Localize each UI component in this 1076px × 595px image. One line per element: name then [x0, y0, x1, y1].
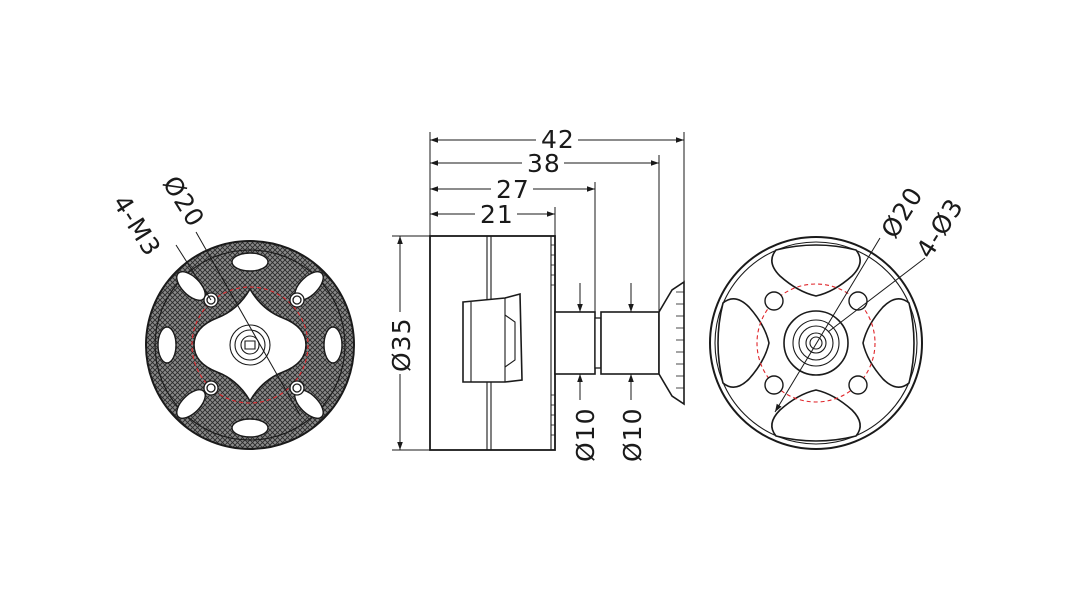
bottom-view-hub-mid [234, 329, 266, 361]
bottom-bolt-circle-label: Ø20 [157, 171, 210, 233]
top-view-cutouts [717, 244, 915, 442]
dim-label-diameter-35: Ø35 [387, 318, 416, 373]
top-view-shaft-center [809, 336, 823, 350]
side-view-extension-lines [392, 132, 685, 451]
bottom-view-inner-rim [154, 249, 346, 441]
top-view-holes [764, 291, 868, 395]
top-view-hub [783, 310, 849, 376]
side-view-shaft-1 [554, 311, 596, 375]
bottom-view-slots [157, 252, 343, 438]
dim-label-21: 21 [480, 200, 514, 229]
bottom-view-shaft [240, 335, 260, 355]
top-view-bolt-circle [756, 283, 876, 403]
dim-label-27: 27 [496, 175, 530, 204]
dim-label-38: 38 [527, 149, 561, 178]
top-view: Ø20 4-Ø3 [709, 182, 969, 450]
dim-38-bg [522, 151, 564, 175]
side-view-window [462, 292, 523, 383]
bottom-view-hex-socket [244, 340, 256, 350]
side-view-prop-nut [658, 280, 685, 406]
top-bolt-circle-leader [774, 237, 881, 413]
side-view-knurl [551, 244, 555, 436]
side-view-window-detail [504, 314, 516, 368]
bottom-view-hub-outer [229, 324, 271, 366]
side-view: 42 38 27 21 Ø35 Ø10 Ø10 [386, 125, 685, 463]
side-view-shaft-2 [600, 311, 660, 375]
top-view-shaft [805, 332, 827, 354]
side-view-shaft-collar [594, 317, 602, 369]
dim-label-42: 42 [541, 125, 575, 154]
dim-21-bg [475, 202, 517, 226]
dim-27-bg [491, 177, 533, 201]
top-view-inner [714, 241, 918, 445]
top-view-bearing [792, 319, 840, 367]
hole-callout-leader [827, 257, 926, 333]
dim-label-shaft-1: Ø10 [571, 408, 600, 463]
dim-42-bg [536, 127, 578, 151]
top-view-outer [709, 236, 923, 450]
bottom-view: 4-M3 Ø20 [107, 171, 355, 450]
bottom-bolt-circle-leader [195, 231, 301, 416]
dim-label-shaft-2: Ø10 [618, 408, 647, 463]
dim-35-bg [386, 312, 414, 374]
bottom-view-bolt-circle [191, 286, 309, 404]
thread-callout-leader [175, 244, 212, 301]
bottom-view-m3-holes [203, 292, 305, 396]
side-view-nut-knurl [676, 291, 684, 389]
thread-callout-label: 4-M3 [107, 190, 167, 262]
bottom-view-center-boss [193, 287, 307, 403]
top-view-bearing-inner [798, 325, 834, 361]
